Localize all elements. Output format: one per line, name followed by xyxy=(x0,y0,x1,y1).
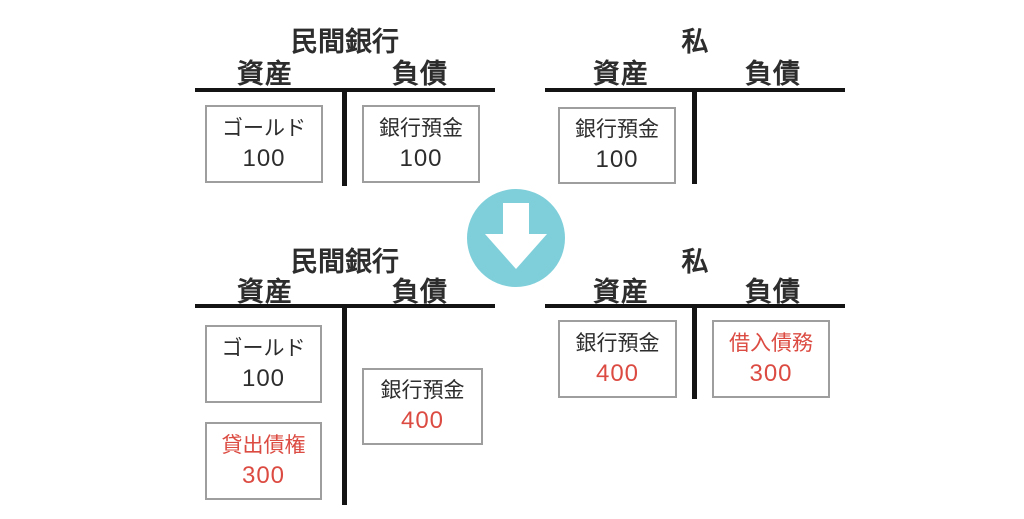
t-account-divider-vertical xyxy=(692,304,697,399)
entry-box-loan-receivable: 貸出債権 300 xyxy=(205,422,322,500)
entry-box-bank-deposit: 銀行預金 100 xyxy=(558,107,676,184)
entry-label: ゴールド xyxy=(221,336,306,360)
entry-box-gold: ゴールド 100 xyxy=(205,105,323,183)
account-title: 私 xyxy=(681,27,709,57)
t-account-me-after: 私 資産 負債 銀行預金 400 借入債務 300 xyxy=(545,236,845,506)
entry-box-bank-deposit: 銀行預金 400 xyxy=(558,320,677,398)
liabilities-header: 負債 xyxy=(392,277,448,307)
liabilities-header: 負債 xyxy=(392,59,448,89)
liabilities-header: 負債 xyxy=(745,59,801,89)
t-account-divider-vertical xyxy=(692,88,697,184)
entry-value: 100 xyxy=(399,144,443,172)
entry-box-bank-deposit: 銀行預金 100 xyxy=(362,105,480,183)
account-title: 民間銀行 xyxy=(291,247,399,277)
down-arrow-icon xyxy=(467,189,565,287)
t-account-me-before: 私 資産 負債 銀行預金 100 xyxy=(545,20,845,190)
entry-box-borrowed-debt: 借入債務 300 xyxy=(712,320,830,398)
assets-header: 資産 xyxy=(237,59,293,89)
entry-value: 400 xyxy=(595,359,640,387)
liabilities-header: 負債 xyxy=(745,277,801,307)
account-title: 私 xyxy=(681,247,709,277)
entry-value: 100 xyxy=(241,364,286,392)
t-account-divider-vertical xyxy=(342,304,347,505)
entry-value: 100 xyxy=(242,144,286,172)
entry-value: 400 xyxy=(400,407,445,434)
entry-box-bank-deposit: 銀行預金 400 xyxy=(362,368,483,445)
account-title: 民間銀行 xyxy=(291,27,399,57)
entry-box-gold: ゴールド 100 xyxy=(205,325,322,403)
entry-value: 100 xyxy=(595,146,639,173)
entry-label: 銀行預金 xyxy=(575,331,660,355)
entry-value: 300 xyxy=(241,461,286,489)
entry-label: 銀行預金 xyxy=(379,116,463,140)
assets-header: 資産 xyxy=(593,59,649,89)
entry-value: 300 xyxy=(749,359,793,387)
entry-label: 貸出債権 xyxy=(221,433,306,457)
entry-label: 借入債務 xyxy=(729,331,813,355)
assets-header: 資産 xyxy=(237,277,293,307)
t-account-divider-vertical xyxy=(342,88,347,186)
assets-header: 資産 xyxy=(593,277,649,307)
t-account-bank-after: 民間銀行 資産 負債 ゴールド 100 貸出債権 300 銀行預金 400 xyxy=(195,236,495,506)
entry-label: 銀行預金 xyxy=(575,118,659,141)
entry-label: ゴールド xyxy=(222,116,306,140)
t-account-bank-before: 民間銀行 資産 負債 ゴールド 100 銀行預金 100 xyxy=(195,20,495,190)
entry-label: 銀行預金 xyxy=(380,379,465,402)
